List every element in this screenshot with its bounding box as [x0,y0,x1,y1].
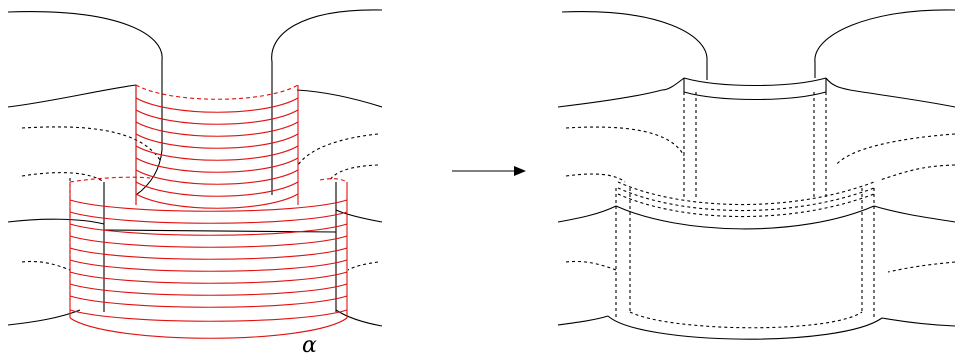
alpha-label: α [302,333,317,355]
right-panel [557,9,956,340]
right-top-surface [557,9,956,200]
right-middle-band [557,181,956,318]
right-arrow [452,166,526,176]
left-lower-sheets [7,182,383,327]
lower-tube-red [69,176,348,339]
right-bottom-sheet [557,311,956,340]
right-hidden-sheets [565,126,956,273]
left-panel: α [7,9,383,355]
upper-tube-red [135,84,299,209]
left-top-surface [7,9,383,205]
